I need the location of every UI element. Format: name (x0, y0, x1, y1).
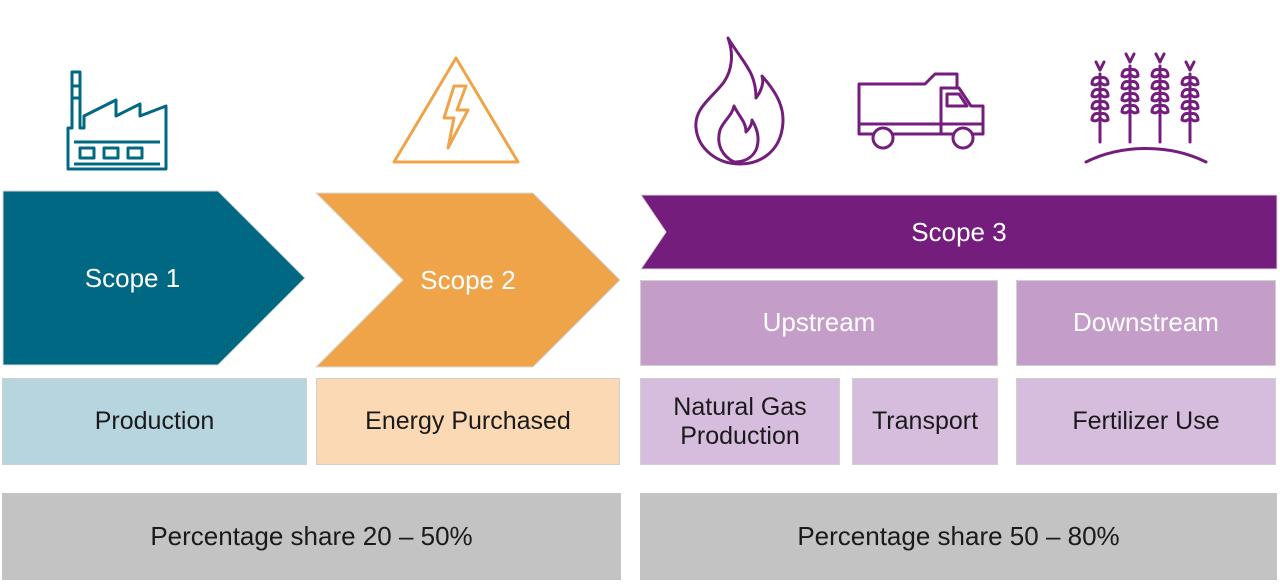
scope2-label: Scope 2 (420, 264, 516, 295)
scope1-arrow: Scope 1 (0, 188, 310, 368)
fertilizer-use-label: Fertilizer Use (1072, 407, 1220, 436)
share-left-label: Percentage share 20 – 50% (150, 520, 473, 551)
transport-box: Transport (852, 378, 998, 465)
energy-purchased-label: Energy Purchased (365, 407, 571, 436)
scope3-banner: Scope 3 (638, 192, 1280, 272)
scope1-label: Scope 1 (84, 262, 181, 293)
natural-gas-label: Natural Gas Production (673, 392, 807, 450)
share-left-bar: Percentage share 20 – 50% (2, 493, 621, 580)
high-voltage-icon (390, 54, 522, 166)
transport-label: Transport (871, 407, 979, 436)
fertilizer-use-box: Fertilizer Use (1016, 378, 1276, 465)
upstream-box: Upstream (640, 280, 998, 366)
share-right-label: Percentage share 50 – 80% (797, 520, 1120, 551)
scope2-arrow: Scope 2 (313, 190, 625, 370)
downstream-label: Downstream (1073, 307, 1219, 338)
energy-purchased-box: Energy Purchased (316, 378, 620, 465)
production-label: Production (94, 407, 215, 436)
production-box: Production (2, 378, 307, 465)
downstream-box: Downstream (1016, 280, 1276, 366)
upstream-label: Upstream (762, 307, 876, 338)
scope3-label: Scope 3 (911, 216, 1007, 247)
factory-icon (60, 68, 172, 174)
truck-icon (855, 70, 989, 154)
natural-gas-box: Natural Gas Production (640, 378, 840, 465)
share-right-bar: Percentage share 50 – 80% (640, 493, 1277, 580)
wheat-icon (1082, 52, 1210, 164)
flame-icon (694, 36, 786, 166)
